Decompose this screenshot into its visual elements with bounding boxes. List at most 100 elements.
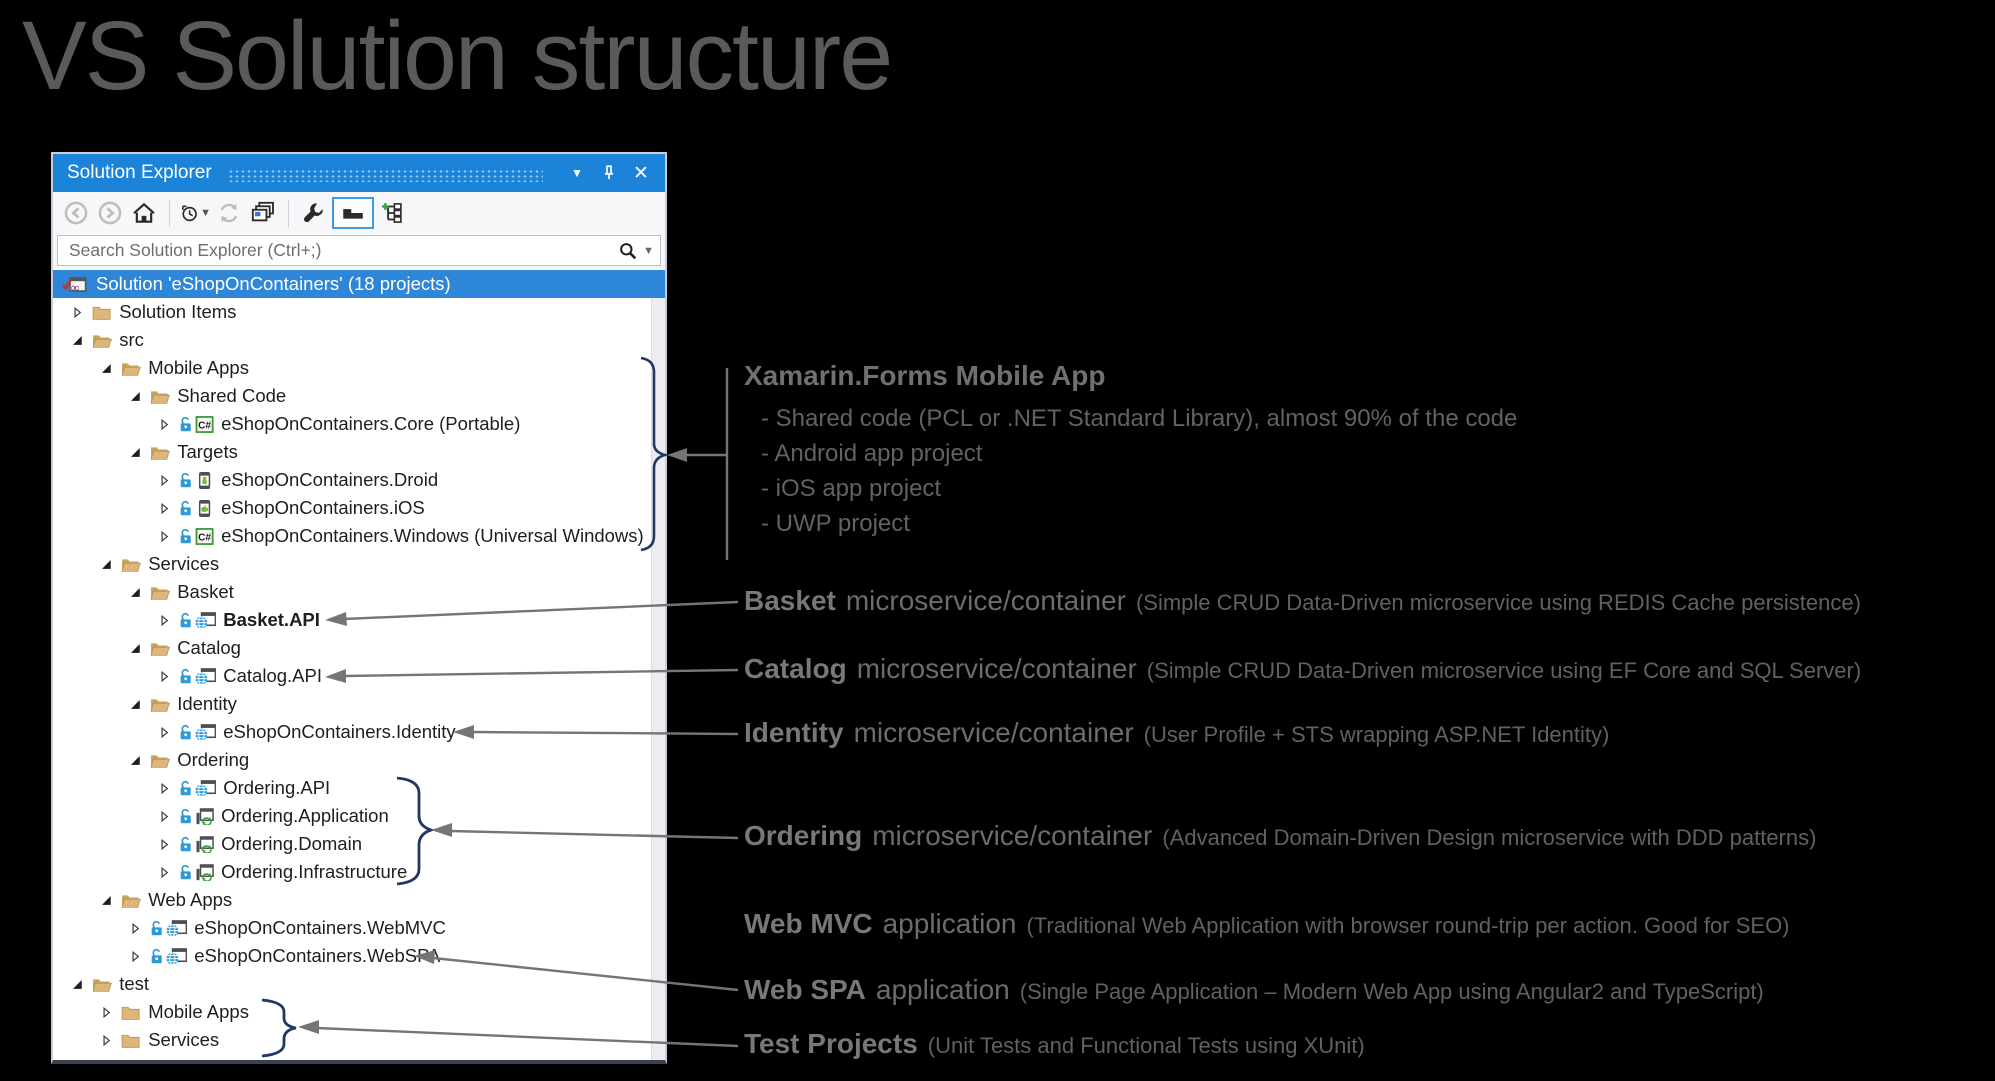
tree-item[interactable]: Targets bbox=[53, 438, 665, 466]
expander-expanded-icon[interactable] bbox=[70, 976, 86, 992]
expander-collapsed-icon[interactable] bbox=[157, 612, 173, 628]
preview-selected-icon[interactable] bbox=[332, 197, 374, 229]
tree-item-label: Services bbox=[148, 553, 220, 574]
tree-item[interactable]: Ordering.Domain bbox=[53, 830, 665, 858]
expander-expanded-icon[interactable] bbox=[70, 332, 86, 348]
tree-item[interactable]: Ordering bbox=[53, 746, 665, 774]
pin-icon[interactable] bbox=[597, 161, 621, 185]
tree-item-label: eShopOnContainers.Core (Portable) bbox=[221, 413, 521, 434]
tree-item[interactable]: Ordering.API bbox=[53, 774, 665, 802]
tree-item[interactable]: Mobile Apps bbox=[53, 998, 665, 1026]
back-icon[interactable] bbox=[60, 197, 92, 229]
expander-collapsed-icon[interactable] bbox=[157, 528, 173, 544]
tree-item-label: Ordering bbox=[177, 749, 250, 770]
annotation-paren-label: (User Profile + STS wrapping ASP.NET Ide… bbox=[1143, 722, 1610, 747]
tree-item[interactable]: Web Apps bbox=[53, 886, 665, 914]
tree-item[interactable]: Services bbox=[53, 550, 665, 578]
expander-expanded-icon[interactable] bbox=[128, 388, 144, 404]
tree-item[interactable]: Catalog bbox=[53, 634, 665, 662]
expander-expanded-icon[interactable] bbox=[99, 892, 115, 908]
tree-item-label: eShopOnContainers.Windows (Universal Win… bbox=[221, 525, 644, 546]
toolbar-separator bbox=[169, 199, 170, 227]
annotation-paren-label: (Advanced Domain-Driven Design microserv… bbox=[1162, 825, 1817, 850]
tree-item[interactable]: test bbox=[53, 970, 665, 998]
tree-item[interactable]: Identity bbox=[53, 690, 665, 718]
tree-item[interactable]: Ordering.Application bbox=[53, 802, 665, 830]
web-icon bbox=[195, 667, 217, 685]
annotation-bullet: - iOS app project bbox=[761, 475, 942, 502]
lock-icon bbox=[179, 667, 193, 685]
tree-item[interactable]: eShopOnContainers.WebSPA bbox=[53, 942, 665, 970]
expander-collapsed-icon[interactable] bbox=[157, 864, 173, 880]
tree-item[interactable]: C#eShopOnContainers.Windows (Universal W… bbox=[53, 522, 665, 550]
expander-expanded-icon[interactable] bbox=[99, 556, 115, 572]
solution-tree: ∞Solution 'eShopOnContainers' (18 projec… bbox=[53, 270, 665, 1060]
tree-item[interactable]: ∞Solution 'eShopOnContainers' (18 projec… bbox=[53, 270, 665, 298]
expander-collapsed-icon[interactable] bbox=[99, 1032, 115, 1048]
history-icon[interactable]: ▼ bbox=[179, 197, 211, 229]
tree-item[interactable]: Shared Code bbox=[53, 382, 665, 410]
solution-explorer-titlebar[interactable]: Solution Explorer ▼ ✕ bbox=[53, 154, 665, 192]
folder-open-icon bbox=[92, 331, 112, 349]
expander-collapsed-icon[interactable] bbox=[157, 416, 173, 432]
window-position-caret-icon[interactable]: ▼ bbox=[571, 166, 583, 180]
expander-collapsed-icon[interactable] bbox=[99, 1004, 115, 1020]
add-hierarchy-icon[interactable] bbox=[376, 197, 408, 229]
expander-expanded-icon[interactable] bbox=[128, 584, 144, 600]
web-icon bbox=[195, 779, 217, 797]
expander-collapsed-icon[interactable] bbox=[157, 836, 173, 852]
expander-collapsed-icon[interactable] bbox=[157, 472, 173, 488]
tree-item[interactable]: Mobile Apps bbox=[53, 354, 665, 382]
tree-item[interactable]: Ordering.Infrastructure bbox=[53, 858, 665, 886]
tree-item[interactable]: Basket bbox=[53, 578, 665, 606]
expander-expanded-icon[interactable] bbox=[128, 640, 144, 656]
tree-item[interactable]: eShopOnContainers.WebMVC bbox=[53, 914, 665, 942]
expander-collapsed-icon[interactable] bbox=[157, 724, 173, 740]
search-box[interactable]: ▼ bbox=[57, 235, 661, 266]
tree-item[interactable]: Solution Items bbox=[53, 298, 665, 326]
forward-icon[interactable] bbox=[94, 197, 126, 229]
expander-collapsed-icon[interactable] bbox=[157, 780, 173, 796]
search-input[interactable] bbox=[67, 239, 619, 262]
home-icon[interactable] bbox=[128, 197, 160, 229]
folder-open-icon bbox=[150, 751, 170, 769]
titlebar-grip-dots bbox=[227, 168, 543, 182]
tree-item[interactable]: eShopOnContainers.iOS bbox=[53, 494, 665, 522]
tree-item[interactable]: eShopOnContainers.Droid bbox=[53, 466, 665, 494]
web-icon bbox=[195, 723, 217, 741]
expander-collapsed-icon[interactable] bbox=[157, 500, 173, 516]
search-icon[interactable] bbox=[618, 241, 638, 261]
tree-item[interactable]: Services bbox=[53, 1026, 665, 1054]
tree-item-label: Identity bbox=[177, 693, 237, 714]
expander-expanded-icon[interactable] bbox=[128, 444, 144, 460]
tree-item-label: Catalog bbox=[177, 637, 241, 658]
annotation-mid-label: microservice/container bbox=[872, 820, 1153, 851]
svg-text:∞: ∞ bbox=[71, 280, 80, 294]
tree-item[interactable]: src bbox=[53, 326, 665, 354]
tree-item[interactable]: eShopOnContainers.Identity bbox=[53, 718, 665, 746]
page-title: VS Solution structure bbox=[22, 1, 893, 110]
expander-expanded-icon[interactable] bbox=[128, 696, 144, 712]
refresh-icon[interactable] bbox=[213, 197, 245, 229]
expander-collapsed-icon[interactable] bbox=[70, 304, 86, 320]
annotation-mid-label: microservice/container bbox=[856, 653, 1137, 684]
tree-item[interactable]: Basket.API bbox=[53, 606, 665, 634]
tree-item[interactable]: C#eShopOnContainers.Core (Portable) bbox=[53, 410, 665, 438]
expander-collapsed-icon[interactable] bbox=[128, 948, 144, 964]
tree-item-label: Mobile Apps bbox=[148, 1001, 249, 1022]
expander-collapsed-icon[interactable] bbox=[157, 808, 173, 824]
search-caret-icon[interactable]: ▼ bbox=[643, 244, 654, 257]
tree-item-label: Basket bbox=[177, 581, 234, 602]
lock-icon bbox=[179, 863, 193, 881]
show-all-files-icon[interactable] bbox=[247, 197, 279, 229]
expander-expanded-icon[interactable] bbox=[128, 752, 144, 768]
tree-item[interactable]: Catalog.API bbox=[53, 662, 665, 690]
annotation-bold-label: Test Projects bbox=[744, 1028, 918, 1059]
close-icon[interactable]: ✕ bbox=[633, 162, 649, 184]
classlib-icon bbox=[195, 835, 214, 853]
expander-collapsed-icon[interactable] bbox=[128, 920, 144, 936]
annotation-paren-label: (Traditional Web Application with browse… bbox=[1026, 913, 1790, 938]
expander-expanded-icon[interactable] bbox=[99, 360, 115, 376]
properties-wrench-icon[interactable] bbox=[298, 197, 330, 229]
expander-collapsed-icon[interactable] bbox=[157, 668, 173, 684]
